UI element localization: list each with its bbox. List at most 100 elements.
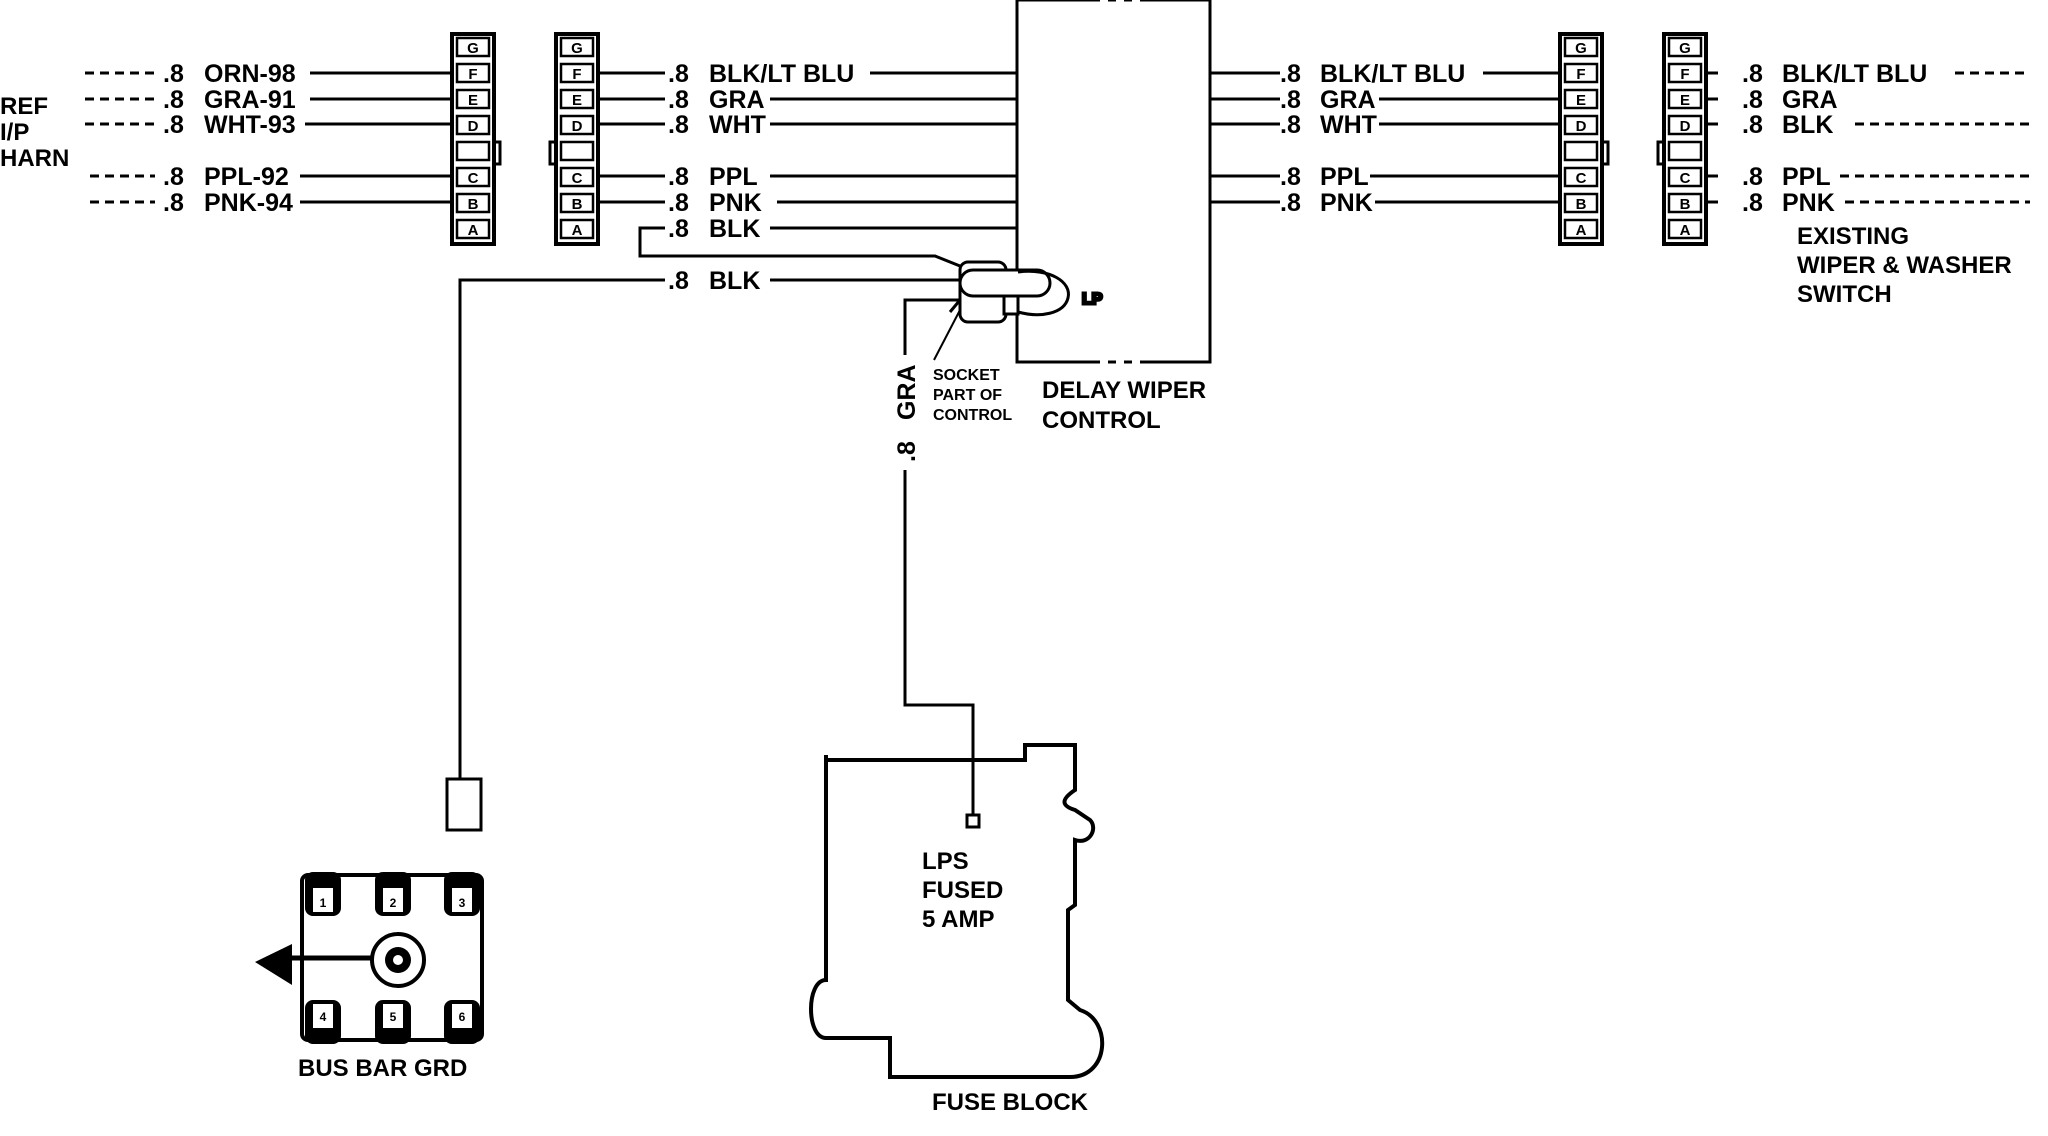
fuse-label-line-2: FUSED	[922, 877, 1003, 904]
inner-right-wire-4-gauge: .8	[1280, 189, 1301, 217]
inner-left-wire-1-color: GRA	[709, 86, 765, 114]
switch-wire-labels: .8 BLK/LT BLU .8 GRA .8 BLK .8 PPL .8 PN…	[1742, 60, 1927, 217]
left-wire-2-gauge: .8	[163, 111, 184, 139]
inner-left-wire-labels: .8 BLK/LT BLU .8 GRA .8 WHT .8 PPL .8 PN…	[668, 60, 854, 295]
fuse-label-line-1: LPS	[922, 848, 969, 875]
inner-right-wire-3-color: PPL	[1320, 163, 1369, 191]
conn3-pin-d: D	[1576, 118, 1587, 135]
left-wire-3-gauge: .8	[163, 163, 184, 191]
switch-label: EXISTING WIPER & WASHER SWITCH	[1797, 223, 2012, 308]
inner-left-wire-4-gauge: .8	[668, 189, 689, 217]
fuse-label-line-3: 5 AMP	[922, 906, 994, 933]
switch-wire-3-color: PPL	[1782, 163, 1831, 191]
conn3-pin-g: G	[1575, 40, 1587, 57]
conn2-pin-c: C	[572, 170, 583, 187]
conn4-pin-c: C	[1680, 170, 1691, 187]
conn4-pin-a: A	[1680, 222, 1691, 239]
switch-wire-4-color: PNK	[1782, 189, 1835, 217]
bus-terminal-5: 5	[390, 1010, 397, 1024]
connector-switch: G F E D C B A	[1656, 32, 1708, 246]
conn2-pin-b: B	[572, 196, 583, 213]
conn2-pin-a: A	[572, 222, 583, 239]
inner-right-wire-4-color: PNK	[1320, 189, 1373, 217]
inner-left-wire-2-gauge: .8	[668, 111, 689, 139]
conn3-pin-a: A	[1576, 222, 1587, 239]
socket-label-line-1: SOCKET	[933, 367, 1000, 384]
conn4-pin-d: D	[1680, 118, 1691, 135]
inner-left-wire-5-color: BLK	[709, 215, 760, 243]
left-wire-2-color: WHT-93	[204, 111, 296, 139]
ref-label-line-1: REF	[0, 93, 48, 120]
connector-control-right: G F E D C B A	[1558, 32, 1610, 246]
lamp-socket: LP	[948, 260, 1104, 324]
fuse-block-label: FUSE BLOCK	[932, 1089, 1089, 1116]
left-wire-3-color: PPL-92	[204, 163, 289, 191]
bus-terminal-1: 1	[320, 896, 327, 910]
inner-right-wires	[1210, 71, 1560, 204]
inner-left-wire-0-color: BLK/LT BLU	[709, 60, 854, 88]
delay-wiper-control: DELAY WIPER CONTROL	[1015, 0, 1212, 434]
inner-left-wire-1-gauge: .8	[668, 86, 689, 114]
conn1-pin-d: D	[468, 118, 479, 135]
bus-terminal-2: 2	[390, 896, 397, 910]
switch-label-line-1: EXISTING	[1797, 223, 1909, 250]
bus-terminal-3: 3	[459, 896, 466, 910]
inner-left-wire-0-gauge: .8	[668, 60, 689, 88]
conn4-pin-f: F	[1680, 66, 1689, 83]
ref-label-line-2: I/P	[0, 119, 29, 146]
ref-ip-harness-label: REF I/P HARN	[0, 93, 69, 172]
inner-right-wire-2-color: WHT	[1320, 111, 1377, 139]
conn2-pin-g: G	[571, 40, 583, 57]
fuse-block	[809, 743, 1105, 1079]
lp-label: LP	[1082, 291, 1103, 308]
inner-right-wire-0-gauge: .8	[1280, 60, 1301, 88]
inner-right-wire-2-gauge: .8	[1280, 111, 1301, 139]
left-wire-1-color: GRA-91	[204, 86, 296, 114]
conn3-pin-f: F	[1576, 66, 1585, 83]
inner-right-wire-0-color: BLK/LT BLU	[1320, 60, 1465, 88]
inner-left-wire-5-gauge: .8	[668, 215, 689, 243]
ground-symbol-icon	[255, 944, 292, 985]
conn4-pin-e: E	[1680, 92, 1690, 109]
left-wire-0-color: ORN-98	[204, 60, 296, 88]
conn2-pin-e: E	[572, 92, 582, 109]
conn3-pin-b: B	[1576, 196, 1587, 213]
inner-left-wire-6-gauge: .8	[668, 267, 689, 295]
bus-bar-ground: 1 2 3 4 5 6 BUS BAR GRD	[255, 872, 484, 1082]
ref-label-line-3: HARN	[0, 145, 69, 172]
conn1-pin-b: B	[468, 196, 479, 213]
ground-terminal	[445, 777, 483, 832]
connector-ip-harness: G F E D C B A	[450, 32, 502, 246]
switch-wire-2-color: BLK	[1782, 111, 1833, 139]
left-harness-leads	[85, 71, 452, 204]
switch-label-line-2: WIPER & WASHER	[1797, 252, 2012, 279]
inner-left-wire-2-color: WHT	[709, 111, 766, 139]
conn1-pin-c: C	[468, 170, 479, 187]
vertical-wire-color: GRA	[893, 364, 921, 420]
delay-control-label-line-1: DELAY WIPER	[1042, 377, 1206, 404]
inner-right-wire-1-gauge: .8	[1280, 86, 1301, 114]
switch-wire-3-gauge: .8	[1742, 163, 1763, 191]
left-wire-4-gauge: .8	[163, 189, 184, 217]
conn4-pin-g: G	[1679, 40, 1691, 57]
switch-wire-4-gauge: .8	[1742, 189, 1763, 217]
socket-label-line-3: CONTROL	[933, 407, 1012, 424]
inner-right-wire-labels: .8 BLK/LT BLU .8 GRA .8 WHT .8 PPL .8 PN…	[1280, 60, 1465, 217]
delay-control-label-line-2: CONTROL	[1042, 407, 1161, 434]
inner-left-wires	[458, 71, 1017, 823]
left-wire-4-color: PNK-94	[204, 189, 293, 217]
connector-control-left: G F E D C B A	[548, 32, 600, 246]
bus-bar-label: BUS BAR GRD	[298, 1055, 467, 1082]
conn3-pin-c: C	[1576, 170, 1587, 187]
conn1-pin-f: F	[468, 66, 477, 83]
left-wire-0-gauge: .8	[163, 60, 184, 88]
conn3-pin-e: E	[1576, 92, 1586, 109]
conn4-pin-b: B	[1680, 196, 1691, 213]
conn1-pin-a: A	[468, 222, 479, 239]
switch-wire-1-color: GRA	[1782, 86, 1838, 114]
conn2-pin-d: D	[572, 118, 583, 135]
conn1-pin-g: G	[467, 40, 479, 57]
socket-label: SOCKET PART OF CONTROL	[933, 309, 1012, 424]
socket-label-line-2: PART OF	[933, 387, 1002, 404]
